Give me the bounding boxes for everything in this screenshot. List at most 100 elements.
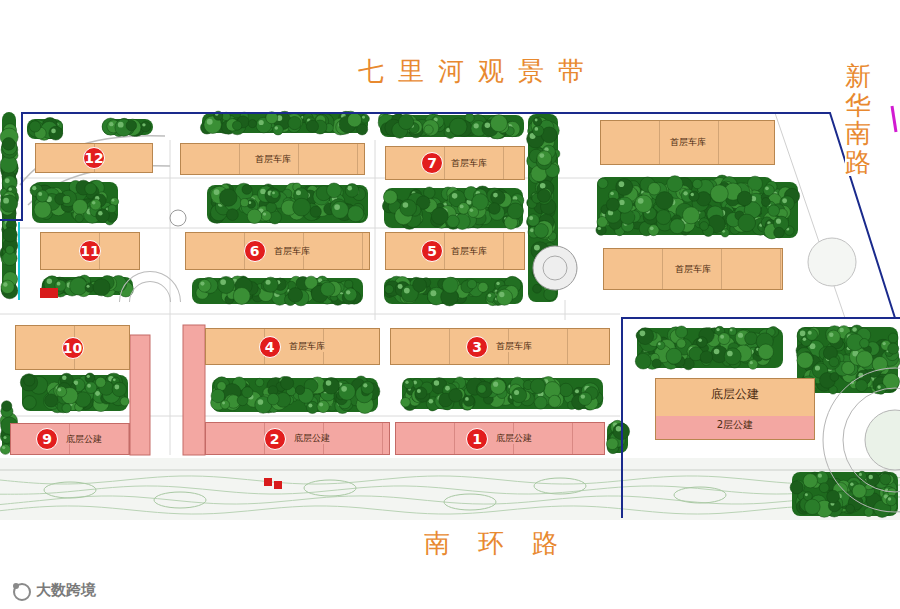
tree-highlight (51, 129, 56, 134)
tree (232, 121, 241, 130)
building-use-label: 2层公建 (715, 419, 755, 431)
tree-highlight (619, 181, 625, 187)
tree (846, 504, 855, 513)
tree (306, 120, 318, 132)
tree-highlight (698, 338, 702, 342)
tree-highlight (539, 153, 544, 158)
tree (281, 377, 294, 390)
tree (718, 333, 730, 345)
tree-highlight (610, 192, 614, 196)
tree (689, 191, 699, 201)
tree-highlight (109, 122, 113, 126)
tree (533, 125, 544, 136)
tree-highlight (207, 119, 213, 125)
building-number: 9 (36, 428, 58, 450)
tree (36, 190, 48, 202)
tree-highlight (683, 191, 687, 195)
tree (700, 351, 713, 364)
road-edge (0, 314, 620, 315)
tree (819, 483, 829, 493)
tree (537, 151, 552, 166)
tree (220, 189, 238, 207)
tree (856, 351, 873, 368)
tree (534, 396, 547, 409)
tree-highlight (222, 402, 225, 405)
tree (63, 195, 71, 203)
tree-highlight (888, 497, 891, 500)
tree (533, 284, 542, 293)
tree-highlight (805, 493, 808, 496)
tree (265, 188, 280, 203)
tree-highlight (308, 403, 312, 407)
tree-highlight (260, 189, 265, 194)
tree (761, 198, 770, 207)
tree-highlight (540, 183, 546, 189)
tree (400, 199, 417, 216)
tree (73, 199, 88, 214)
tree-highlight (142, 123, 145, 126)
tree-highlight (98, 211, 102, 215)
tree-highlight (326, 380, 331, 385)
tree (247, 209, 261, 223)
tree-highlight (839, 328, 843, 332)
building-number: 11 (79, 240, 101, 262)
tree (413, 278, 427, 292)
tree (242, 387, 253, 398)
building-number: 10 (62, 337, 84, 359)
tree-highlight (530, 228, 534, 232)
tree-highlight (220, 279, 226, 285)
tree-highlight (92, 201, 96, 205)
tree (710, 185, 728, 203)
tree (20, 374, 37, 391)
building-use-label: 首层车库 (673, 264, 713, 275)
residential-building: 3首层车库 (390, 328, 610, 365)
tree (321, 282, 335, 296)
tree (830, 372, 839, 381)
tree-highlight (9, 187, 12, 190)
tree (0, 195, 17, 212)
tree-highlight (535, 119, 538, 122)
tree (635, 353, 651, 369)
residential-building: 12 (35, 143, 153, 173)
tree-highlight (581, 394, 585, 398)
tree-highlight (650, 226, 654, 230)
building-use-label: 首层车库 (272, 246, 312, 257)
tree-highlight (118, 122, 124, 128)
tree-clump (22, 375, 128, 411)
tree (85, 373, 95, 383)
tree (404, 379, 414, 389)
tree-highlight (200, 281, 204, 285)
red-marker (40, 288, 58, 298)
tree-highlight (430, 290, 436, 296)
tree-highlight (493, 382, 498, 387)
tree (327, 183, 342, 198)
building-use-label: 底层公建 (292, 433, 332, 444)
tree-highlight (619, 200, 624, 205)
tree (748, 359, 758, 369)
road-label: 南 环 路 (424, 528, 569, 559)
tree (1, 280, 14, 293)
residential-building: 6首层车库 (185, 232, 370, 270)
tree (310, 206, 321, 217)
building-use-label: 首层车库 (253, 154, 293, 165)
tree (606, 198, 619, 211)
tree-highlight (808, 331, 812, 335)
plaza (533, 246, 577, 290)
tree (656, 210, 671, 225)
tree (385, 285, 394, 294)
tree (886, 496, 896, 506)
tree (758, 344, 773, 359)
tree (559, 383, 572, 396)
building-use-label: 底层公建 (709, 387, 761, 401)
tree (49, 126, 63, 140)
tree-highlight (57, 282, 61, 286)
tree (806, 329, 818, 341)
tree (423, 120, 439, 136)
building-use-label: 首层车库 (287, 341, 327, 352)
tree-highlight (3, 282, 7, 286)
tree (578, 392, 591, 405)
tree (361, 114, 370, 123)
road-edge (0, 416, 620, 417)
site-boundary (0, 113, 895, 318)
